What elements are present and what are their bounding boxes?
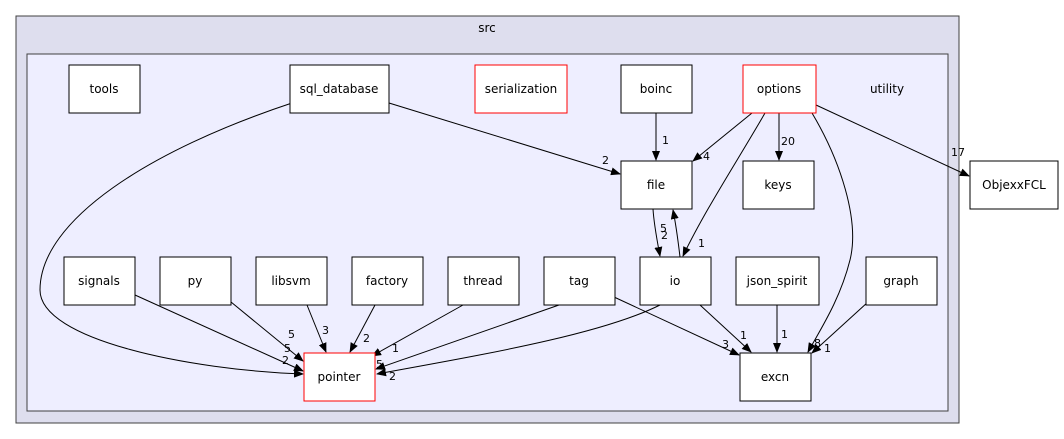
node-factory[interactable]: factory [351,256,424,306]
node-objexxfcl-label: ObjexxFCL [982,178,1046,192]
node-file-label: file [647,178,665,192]
edge-label-sql-database-to-file[interactable]: 2 [602,154,609,167]
node-keys-label: keys [764,178,791,192]
edge-label-io-to-file[interactable]: 5 [660,222,667,235]
node-file[interactable]: file [620,160,693,210]
node-boinc-label: boinc [640,82,673,96]
edge-options-to-io[interactable] [682,112,766,257]
edge-file-to-io[interactable] [652,208,663,257]
edge-label-file-to-io[interactable]: 2 [661,229,668,242]
node-tag-label: tag [569,274,589,288]
edge-io-to-pointer[interactable] [376,304,661,377]
edge-libsvm-to-pointer[interactable] [306,304,327,353]
node-io-label: io [670,274,681,288]
node-signals[interactable]: signals [63,256,136,306]
edge-label-libsvm-to-pointer[interactable]: 3 [322,324,329,337]
node-options-label: options [757,82,801,96]
edge-label-py-to-pointer[interactable]: 5 [288,328,295,341]
edge-options-to-file[interactable] [692,112,753,162]
edge-label-boinc-to-file[interactable]: 1 [662,134,669,147]
edge-label-options-to-file[interactable]: 4 [703,150,710,163]
node-graph[interactable]: graph [865,256,938,306]
node-tools[interactable]: tools [68,64,141,114]
edge-label-signals-to-pointer[interactable]: 5 [284,342,291,355]
edge-label-io-to-excn[interactable]: 1 [740,329,747,342]
node-excn[interactable]: excn [739,352,812,402]
edge-label-tag-to-pointer[interactable]: 5 [376,358,383,371]
edge-options-to-objexxfcl[interactable] [815,104,970,177]
node-io[interactable]: io [639,256,712,306]
node-tag[interactable]: tag [543,256,616,306]
node-serialization[interactable]: serialization [474,64,568,114]
edge-graph-to-excn[interactable] [811,301,869,354]
edge-tag-to-excn[interactable] [613,296,740,356]
edge-label-graph-to-excn[interactable]: 1 [824,342,831,355]
node-json-spirit-label: json_spirit [746,274,808,288]
edge-label-sql-database-to-pointer[interactable]: 2 [282,354,289,367]
node-thread[interactable]: thread [447,256,520,306]
edge-label-io-to-pointer[interactable]: 2 [389,370,396,383]
edge-label-options-to-excn[interactable]: 8 [814,337,821,350]
node-libsvm-label: libsvm [271,274,310,288]
edge-sql-database-to-file[interactable] [388,102,621,176]
node-factory-label: factory [366,274,408,288]
node-sql-database[interactable]: sql_database [289,64,390,114]
node-libsvm[interactable]: libsvm [255,256,328,306]
edge-label-tag-to-excn[interactable]: 3 [722,338,729,351]
edge-signals-to-pointer[interactable] [134,294,304,372]
node-tools-label: tools [90,82,119,96]
node-keys[interactable]: keys [742,160,815,210]
nodes: tools sql_database serialization boinc o… [63,64,1059,402]
edge-label-factory-to-pointer[interactable]: 2 [363,332,370,345]
edge-label-options-to-objexxfcl[interactable]: 17 [951,146,965,159]
node-py-label: py [188,274,203,288]
cluster-src-label: src [478,21,496,35]
edge-label-json-spirit-to-excn[interactable]: 1 [781,328,788,341]
edge-label-options-to-keys[interactable]: 20 [781,135,795,148]
node-excn-label: excn [761,370,789,384]
edge-label-thread-to-pointer[interactable]: 1 [392,342,399,355]
edge-thread-to-pointer[interactable] [371,304,464,357]
edges [39,102,970,378]
node-graph-label: graph [883,274,918,288]
edge-label-options-to-io[interactable]: 1 [698,237,705,250]
node-pointer[interactable]: pointer [303,352,376,402]
node-boinc[interactable]: boinc [620,64,693,114]
node-objexxfcl[interactable]: ObjexxFCL [969,160,1059,210]
edge-sql-database-to-pointer[interactable] [39,102,304,378]
edge-io-to-excn[interactable] [699,304,752,353]
node-signals-label: signals [78,274,120,288]
node-options[interactable]: options [742,64,817,114]
node-py[interactable]: py [159,256,232,306]
edge-tag-to-pointer[interactable] [375,304,560,370]
edge-io-to-file[interactable] [670,209,681,258]
node-sql-database-label: sql_database [300,82,379,96]
node-pointer-label: pointer [318,370,361,384]
edge-py-to-pointer[interactable] [230,301,304,362]
edge-options-to-excn[interactable] [807,112,854,353]
node-json-spirit[interactable]: json_spirit [735,256,820,306]
node-thread-label: thread [463,274,502,288]
edge-factory-to-pointer[interactable] [349,304,376,353]
cluster-utility-label: utility [870,82,904,96]
node-serialization-label: serialization [485,82,558,96]
